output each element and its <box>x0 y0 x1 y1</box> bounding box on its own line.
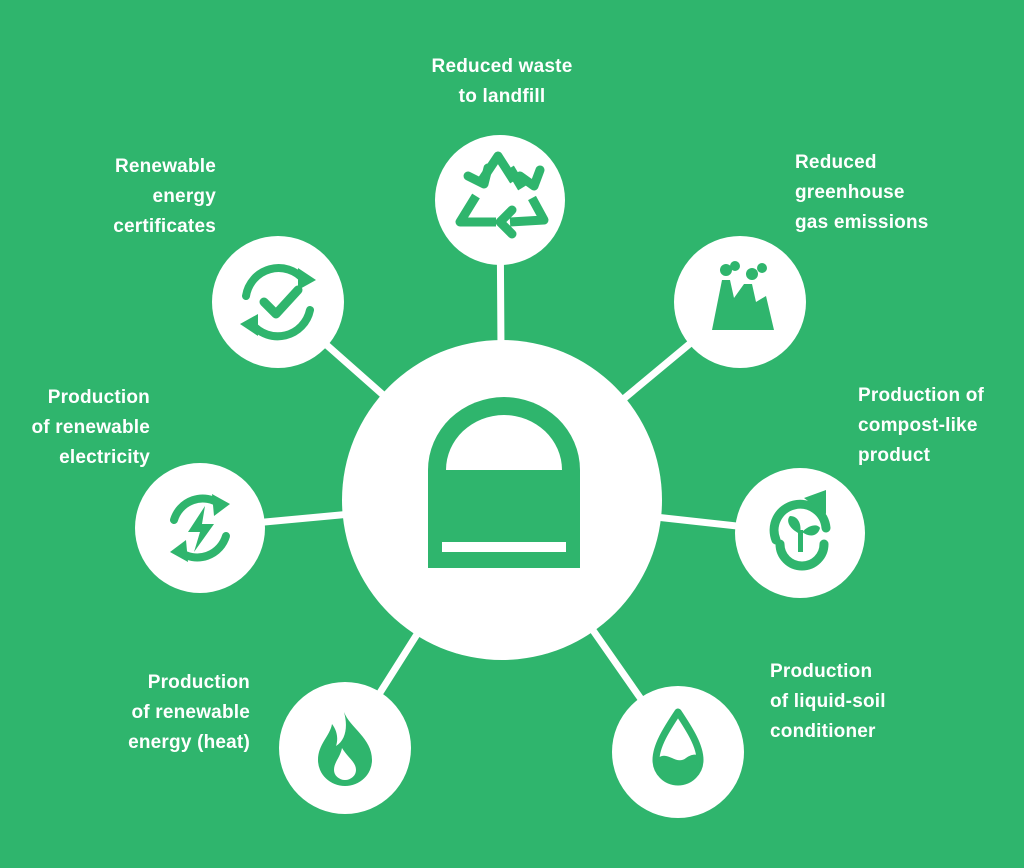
node-electricity <box>135 463 265 593</box>
label-liquid-soil-conditioner: Production of liquid-soil conditioner <box>770 661 886 742</box>
node-circle-certificates <box>212 236 344 368</box>
renewable-electricity-icon <box>170 494 230 562</box>
center-node <box>342 340 662 660</box>
factory-emissions-icon <box>712 261 774 330</box>
label-compost-product: Production of compost-like product <box>858 385 985 466</box>
label-reduced-waste: Reduced waste to landfill <box>431 56 573 107</box>
anaerobic-digester-icon <box>428 397 580 568</box>
node-waste <box>435 135 565 265</box>
compost-sprout-icon <box>769 490 831 571</box>
node-soil <box>612 686 744 818</box>
label-renewable-electricity: Production of renewable electricity <box>31 387 150 468</box>
label-renewable-heat: Production of renewable energy (heat) <box>128 672 250 753</box>
water-drop-icon <box>652 708 704 786</box>
node-ghg <box>674 236 806 368</box>
node-circle-soil <box>612 686 744 818</box>
node-heat <box>279 682 411 814</box>
node-compost <box>735 468 865 598</box>
label-reduced-ghg: Reduced greenhouse gas emissions <box>795 152 929 233</box>
recycle-icon <box>455 151 549 239</box>
node-circle-waste <box>435 135 565 265</box>
flame-icon <box>318 712 372 786</box>
label-energy-certificates: Renewable energy certificates <box>113 156 216 237</box>
certificate-check-icon <box>240 264 316 341</box>
node-certificates <box>212 236 344 368</box>
